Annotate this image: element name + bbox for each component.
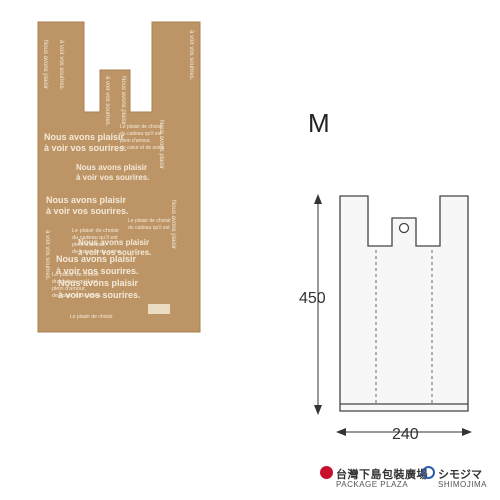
bag-print-line: Le plaisir de choisir (128, 218, 171, 224)
bag-print-line: de cœur et de soins. (120, 145, 166, 151)
bag-outline (339, 195, 469, 412)
bag-print-line: à voir vos sourires. (46, 206, 129, 216)
bag-print-vertical-line: Nous avons plaisir (158, 120, 164, 169)
size-label: M (308, 108, 330, 138)
bag-print-line: plein d'amour, (52, 286, 87, 292)
brand-name-en: PACKAGE PLAZA (336, 480, 409, 489)
width-dimension-arrow (336, 428, 472, 436)
bag-print-line: Nous avons plaisir (58, 278, 139, 288)
bag-body (37, 21, 201, 333)
hang-hole (398, 222, 410, 234)
bag-print-vertical-line: Nous avons plaisir (42, 40, 48, 89)
bag-print-line: à voir vos sourires. (44, 143, 127, 153)
bag-print-vertical-line: à voir vos sourires. (58, 40, 64, 91)
bag-print-line: Nous avons plaisir (44, 132, 125, 142)
bag-print-line: Le plaisir de choisir (52, 272, 99, 278)
bag-print-line: du cadeau qu'il est (128, 225, 170, 231)
package-plaza-logo-icon (320, 466, 333, 479)
bag-print-line: à voir vos sourires. (76, 173, 149, 182)
company-name-en: SHIMOJIMA (438, 480, 487, 489)
bag-print-line: de cœur et de soins. (72, 249, 123, 255)
bag-print-line: Le plaisir de choisir (120, 124, 163, 130)
bag-label (148, 304, 170, 314)
bag-print-line: Nous avons plaisir (78, 238, 149, 247)
bag-print-line: Le plaisir de choisir (70, 314, 113, 320)
bag-print-line: Nous avons plaisir (56, 254, 137, 264)
company-name-jp: シモジマ (438, 468, 482, 481)
bag-print-line: Nous avons plaisir (46, 195, 127, 205)
bag-print-vertical-line: à voir vos sourires. (188, 30, 194, 81)
bag-print-line: Le plaisir de choisir (72, 228, 119, 234)
width-value: 240 (392, 426, 419, 443)
bag-print-vertical-line: à voir vos sourires. (44, 230, 50, 281)
bag-print-line: du cadeau qu'il est (120, 131, 162, 137)
height-value: 450 (299, 290, 326, 307)
shimojima-logo-icon (422, 466, 435, 479)
bag-print-vertical-line: Nous avons plaisir (170, 200, 176, 249)
bag-print-line: à voir vos sourires. (58, 290, 141, 300)
bag-print-line: plein d'amour, (120, 138, 151, 144)
bag-print-vertical-line: à voir vos sourires. (104, 76, 110, 127)
bag-print-vertical-line: Nous avons plaisir (120, 76, 126, 125)
bag-print-line: plein d'amour, (72, 242, 107, 248)
height-dimension-arrow (314, 194, 322, 415)
bag-print-line: à voir vos sourires. (78, 248, 151, 257)
brand-logos: 台灣下島包裝廣場 PACKAGE PLAZA シモジマ SHIMOJIMA (320, 462, 500, 494)
bag-print-line: de cœur et de soins. (52, 293, 103, 299)
bag-print-line: du cadeau qu'il est (72, 235, 118, 241)
bag-print-line: à voir vos sourires. (56, 266, 139, 276)
bag-print-line: du cadeau qu'il est (52, 279, 98, 285)
brand-name-jp: 台灣下島包裝廣場 (336, 468, 428, 481)
bag-print-line: Nous avons plaisir (76, 163, 147, 172)
